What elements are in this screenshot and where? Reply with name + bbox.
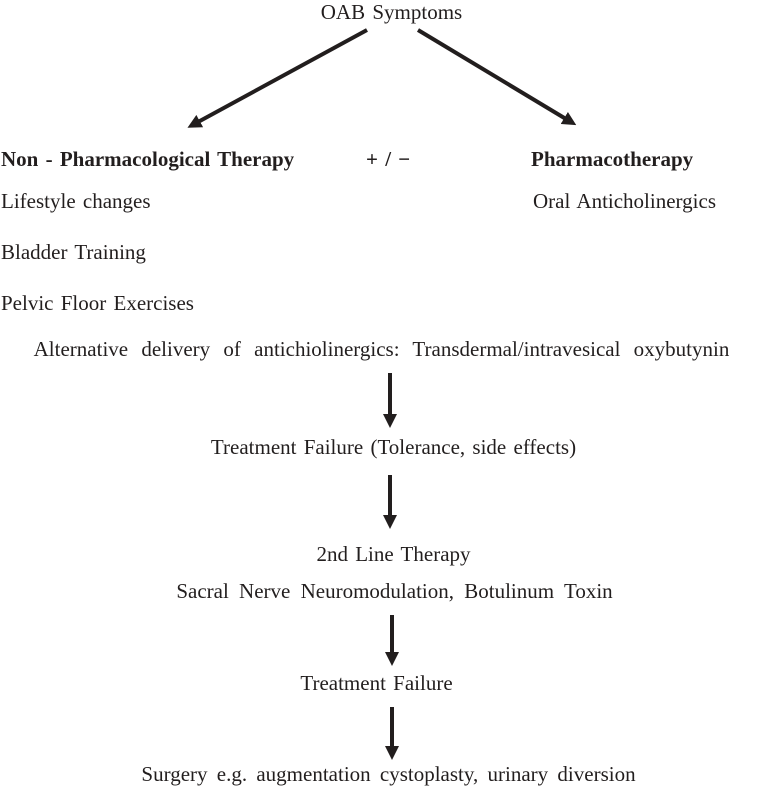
list-item-bladder-training: Bladder Training: [1, 240, 146, 264]
plus-minus-operator: + / −: [366, 147, 411, 171]
page-title: OAB Symptoms: [320, 0, 463, 24]
arrow-down-right-icon: [416, 28, 577, 126]
step-alternative-delivery: Alternative delivery of antichiolinergic…: [33, 337, 730, 361]
list-item-lifestyle-changes: Lifestyle changes: [1, 189, 151, 213]
list-item-oral-anticholinergics: Oral Anticholinergics: [533, 189, 716, 213]
step-surgery: Surgery e.g. augmentation cystoplasty, u…: [141, 762, 636, 786]
step-treatment-failure-2: Treatment Failure: [300, 671, 453, 695]
list-item-pelvic-floor-exercises: Pelvic Floor Exercises: [1, 291, 194, 315]
pharmacotherapy-header: Pharmacotherapy: [531, 147, 694, 171]
step-second-line-therapy: 2nd Line Therapy: [316, 542, 471, 566]
non-pharmacological-header: Non - Pharmacological Therapy: [1, 147, 295, 171]
step-treatment-failure-1: Treatment Failure (Tolerance, side effec…: [210, 435, 577, 459]
step-sacral-nerve-neuromodulation: Sacral Nerve Neuromodulation, Botulinum …: [176, 579, 613, 603]
arrow-down-left-icon: [187, 28, 368, 128]
